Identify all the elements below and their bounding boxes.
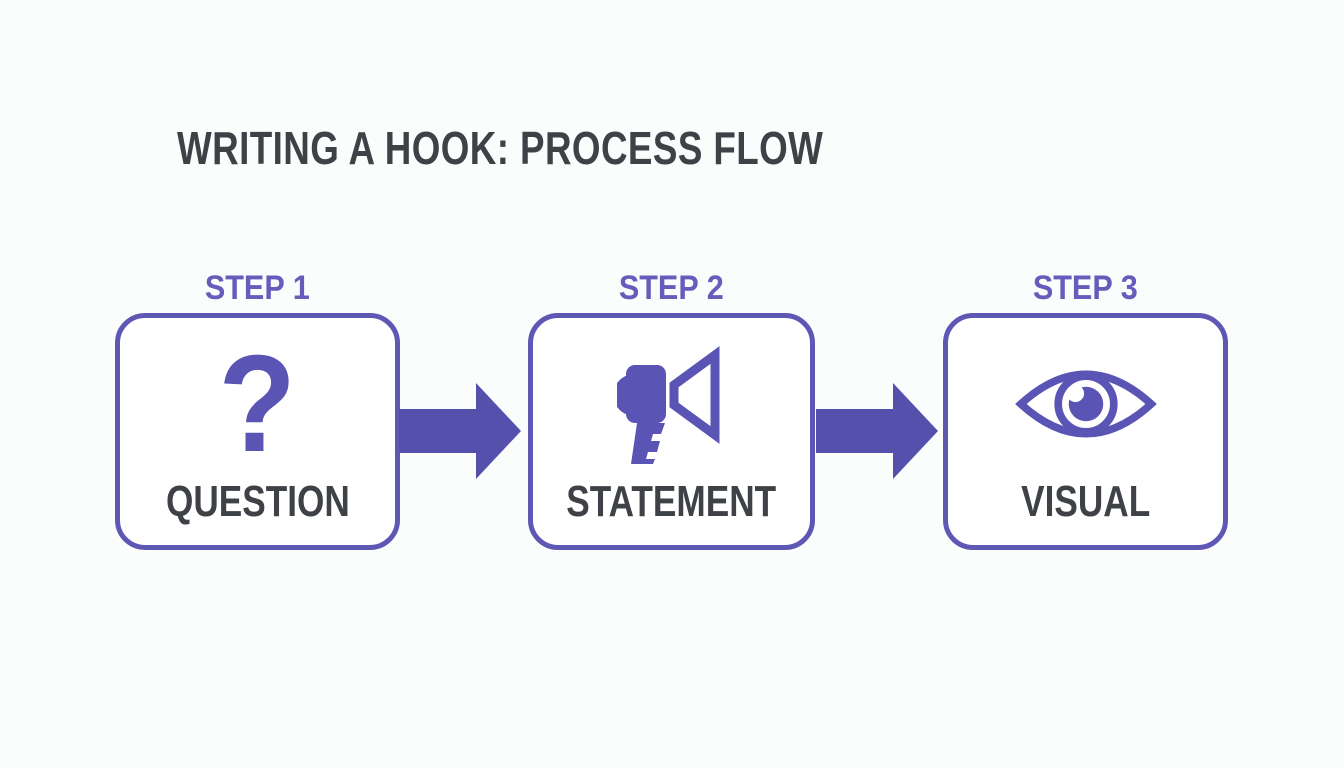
step-3-box: VISUAL bbox=[943, 313, 1228, 550]
step-3-label: STEP 3 bbox=[1033, 269, 1138, 307]
step-3-name-label: VISUAL bbox=[1020, 477, 1151, 526]
question-mark-icon: ? bbox=[218, 326, 297, 481]
step-group-visual: STEP 3 VISUAL bbox=[943, 269, 1228, 550]
step-1-box: ? QUESTION bbox=[115, 313, 400, 550]
arrow-right-icon bbox=[816, 383, 938, 479]
step-group-question: STEP 1 ? QUESTION bbox=[115, 269, 400, 550]
eye-icon bbox=[948, 326, 1223, 481]
step-2-name-label: STATEMENT bbox=[566, 477, 777, 526]
megaphone-icon bbox=[533, 326, 810, 481]
step-1-label: STEP 1 bbox=[205, 269, 310, 307]
page-title-text: WRITING A HOOK: PROCESS FLOW bbox=[177, 122, 824, 174]
step-1-name-label: QUESTION bbox=[165, 477, 350, 526]
step-2-box: STATEMENT bbox=[528, 313, 815, 550]
page-title: WRITING A HOOK: PROCESS FLOW bbox=[177, 121, 985, 175]
arrow-right-icon bbox=[399, 383, 521, 479]
step-group-statement: STEP 2 STATEMENT bbox=[528, 269, 815, 550]
step-2-label: STEP 2 bbox=[619, 269, 724, 307]
